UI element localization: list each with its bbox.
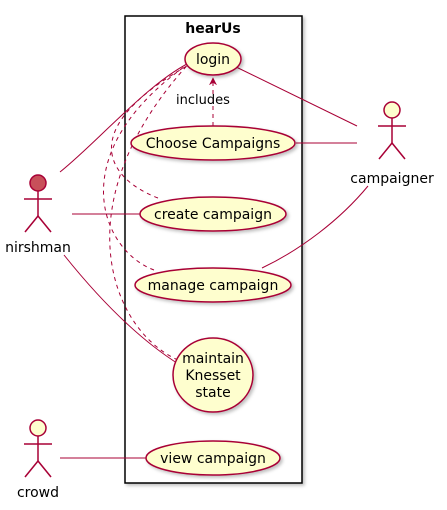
include-create-login — [111, 61, 195, 199]
include-manage-login — [103, 59, 195, 271]
use-case-maintain-line-2: Knesset — [185, 368, 241, 384]
use-case-maintain-line-1: maintain — [182, 351, 244, 367]
relations — [59, 57, 369, 459]
assoc-campaigner-manage — [261, 185, 369, 269]
assoc-campaigner-login — [231, 64, 358, 127]
assoc-nirshman-maintain — [63, 254, 181, 366]
actor-campaigner[interactable] — [378, 101, 406, 160]
actor-campaigner-label: campaigner — [350, 171, 434, 187]
actor-nirshman[interactable] — [24, 174, 52, 233]
use-case-maintain-line-3: state — [195, 385, 230, 401]
use-case-create-campaign-label: create campaign — [154, 207, 272, 223]
use-case-login-label: login — [196, 52, 230, 68]
includes-label: includes — [176, 93, 230, 108]
actor-crowd-head — [29, 419, 47, 437]
use-case-choose-campaigns[interactable]: Choose Campaigns — [130, 125, 296, 161]
use-case-maintain-knesset-state[interactable]: maintain Knesset state — [172, 337, 254, 413]
actor-crowd[interactable] — [24, 419, 52, 478]
actor-nirshman-label: nirshman — [5, 240, 71, 256]
use-case-choose-campaigns-label: Choose Campaigns — [146, 136, 281, 152]
use-case-manage-campaign-label: manage campaign — [148, 278, 279, 294]
actor-crowd-label: crowd — [17, 485, 59, 501]
use-case-view-campaign[interactable]: view campaign — [145, 440, 281, 476]
actor-campaigner-head — [383, 101, 401, 119]
assoc-nirshman-login — [59, 59, 196, 173]
actor-nirshman-head — [29, 174, 47, 192]
use-case-login[interactable]: login — [184, 42, 242, 76]
system-title: hearUs — [185, 21, 241, 37]
use-case-view-campaign-label: view campaign — [160, 451, 266, 467]
use-case-manage-campaign[interactable]: manage campaign — [134, 267, 292, 303]
use-case-create-campaign[interactable]: create campaign — [139, 196, 287, 232]
